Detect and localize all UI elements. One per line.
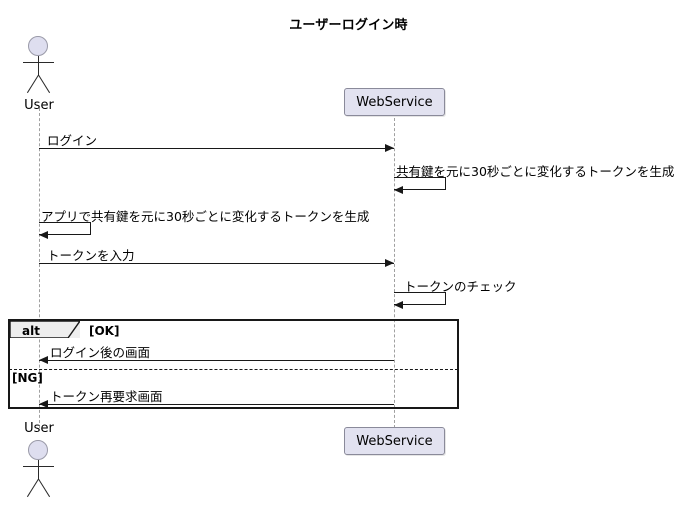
message-selfloop-2	[394, 177, 446, 190]
message-label-2: 共有鍵を元に30秒ごとに変化するトークンを生成	[396, 164, 675, 179]
lifeline-webservice	[394, 118, 395, 428]
message-label-3: アプリで共有鍵を元に30秒ごとに変化するトークンを生成	[41, 209, 370, 224]
actor-label-user-bottom: User	[24, 421, 54, 436]
message-label-5: トークンのチェック	[404, 279, 517, 294]
actor-head-icon	[28, 440, 48, 460]
actor-head-icon	[28, 36, 48, 56]
alt-fragment-divider	[9, 369, 458, 370]
message-line-6	[39, 360, 394, 361]
actor-leg-left-icon	[26, 478, 39, 498]
participant-label-webservice-bottom: WebService	[356, 433, 433, 449]
message-selfloop-3	[39, 222, 91, 235]
actor-leg-right-icon	[38, 478, 51, 498]
participant-label-webservice-top: WebService	[356, 94, 433, 110]
alt-fragment-title: alt	[22, 324, 40, 338]
alt-fragment	[8, 319, 459, 409]
actor-label-user-top: User	[24, 98, 54, 113]
message-label-4: トークンを入力	[47, 248, 135, 263]
alt-fragment-guard-ng: [NG]	[12, 371, 43, 385]
actor-arms-icon	[23, 62, 54, 63]
message-label-7: トークン再要求画面	[50, 389, 163, 404]
message-line-7	[39, 404, 394, 405]
actor-user-bottom[interactable]	[9, 440, 69, 498]
message-line-1	[39, 148, 394, 149]
message-arrowhead-7	[39, 400, 48, 408]
message-label-1: ログイン	[47, 133, 98, 148]
message-arrowhead-6	[39, 356, 48, 364]
actor-arms-icon	[23, 466, 54, 467]
actor-leg-right-icon	[38, 74, 51, 94]
alt-header-pentagon-icon	[10, 321, 80, 338]
message-selfloop-5	[394, 292, 446, 305]
participant-webservice-bottom[interactable]: WebService	[344, 427, 445, 455]
actor-body-icon	[38, 460, 39, 480]
lifeline-user	[39, 108, 40, 428]
message-arrowhead-2	[394, 186, 403, 194]
message-arrowhead-5	[394, 301, 403, 309]
alt-fragment-header	[10, 321, 80, 338]
actor-body-icon	[38, 56, 39, 76]
message-arrowhead-3	[39, 231, 48, 239]
page-title: ユーザーログイン時	[289, 18, 408, 33]
actor-leg-left-icon	[26, 74, 39, 94]
message-arrowhead-1	[385, 144, 394, 152]
message-arrowhead-4	[385, 259, 394, 267]
message-label-6: ログイン後の画面	[50, 345, 151, 360]
message-line-4	[39, 263, 394, 264]
participant-webservice-top[interactable]: WebService	[344, 88, 445, 116]
actor-user-top[interactable]	[9, 36, 69, 94]
alt-fragment-guard-ok: [OK]	[89, 324, 120, 338]
